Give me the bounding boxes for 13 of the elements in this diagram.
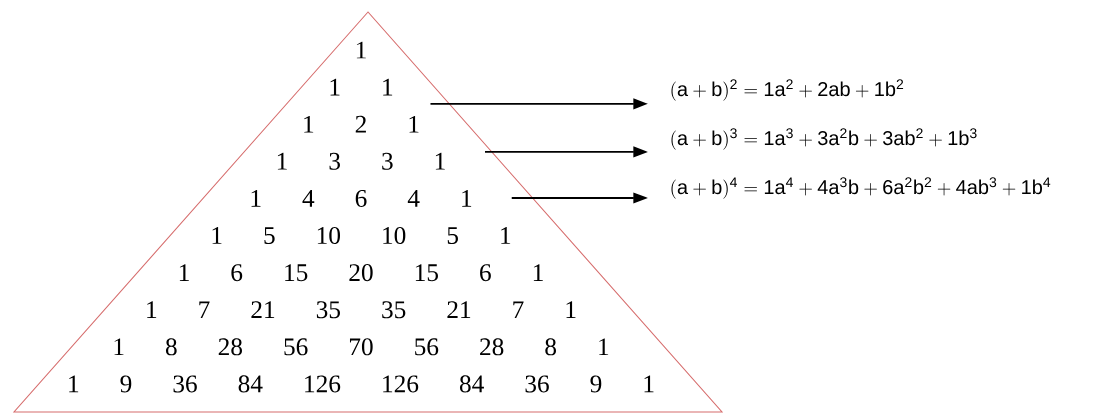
number-row: 1 xyxy=(356,41,366,59)
number-row: 1 2 1 xyxy=(304,115,419,133)
formula: $\mathsf{(a+b)^{2} = 1a^{2} + 2ab + 1b^{2}}$ xyxy=(671,79,904,101)
formula: $\mathsf{(a+b)^{3} = 1a^{3} + 3a^{2}b + 3ab^{2} + 1b^{3}}$ xyxy=(671,128,977,150)
formula: $\mathsf{(a+b)^{4} = 1a^{4} + 4a^{3}b + 6a^{2}b^{2} + 4ab^{3} + 1b^{4}}$ xyxy=(671,177,1051,199)
number-row: 1 3 3 1 xyxy=(277,152,445,170)
number-row: 1 4 6 4 1 xyxy=(251,189,472,207)
number-row: 1 9 36 84 126 126 84 36 9 1 xyxy=(69,375,654,393)
number-row: 1 8 28 56 70 56 28 8 1 xyxy=(114,338,609,356)
number-row: 1 1 xyxy=(330,78,393,96)
number-row: 1 7 21 35 35 21 7 1 xyxy=(147,301,576,319)
number-row: 1 6 15 20 15 6 1 xyxy=(179,264,543,282)
number-row: 1 5 10 10 5 1 xyxy=(212,226,511,245)
